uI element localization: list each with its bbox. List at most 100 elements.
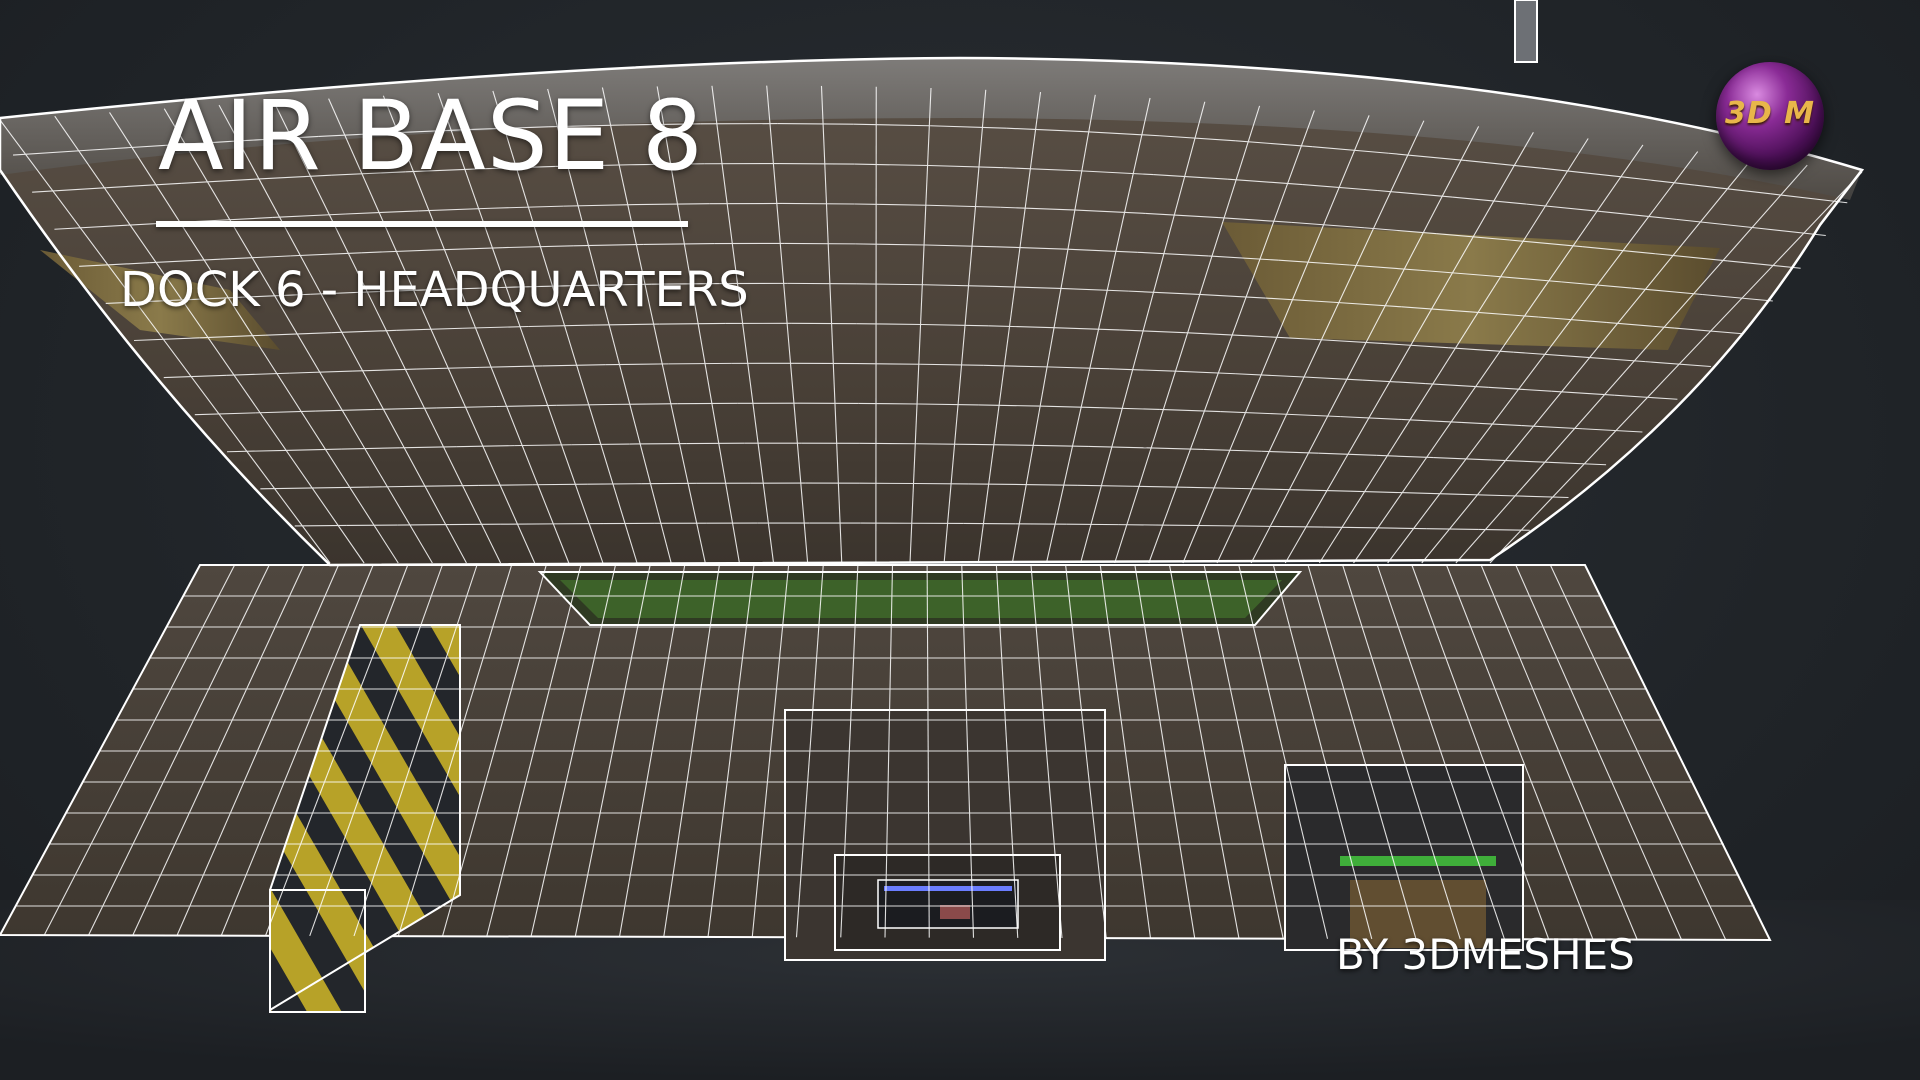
wire-edge: [1421, 157, 1753, 564]
wire-edge: [1003, 167, 1079, 172]
wire-edge: [1362, 379, 1426, 385]
wire-edge: [1235, 373, 1300, 378]
wire-edge: [983, 364, 1047, 368]
wire-edge: [227, 449, 285, 453]
wire-edge: [1221, 525, 1273, 527]
3dm-logo-icon: 3D M: [1716, 62, 1824, 170]
wire-edge: [1521, 425, 1583, 430]
wire-edge: [1272, 525, 1324, 528]
wire-edge: [1295, 489, 1351, 492]
wire-edge: [624, 123, 701, 126]
wire-edge: [571, 443, 630, 446]
title-underline: [156, 221, 688, 227]
wire-edge: [1465, 159, 1542, 169]
wire-edge: [928, 164, 1004, 169]
wire-edge: [1582, 428, 1643, 433]
wire-edge: [105, 299, 174, 304]
wire-edge: [1436, 233, 1510, 241]
wire-edge: [1377, 189, 1453, 198]
wire-edge: [13, 149, 90, 156]
wire-edge: [1461, 421, 1522, 427]
wire-edge: [853, 123, 931, 127]
wire-edge: [528, 324, 594, 328]
wire-edge: [1031, 444, 1089, 448]
subtitle-text: DOCK 6 - HEADQUARTERS: [120, 262, 749, 318]
wire-edge: [974, 443, 1032, 446]
wire-edge: [1382, 342, 1449, 349]
wire-edge: [1488, 386, 1552, 392]
wire-edge: [1388, 152, 1466, 162]
wire-edge: [1278, 259, 1350, 266]
antenna-mast: [1514, 0, 1538, 63]
wire-edge: [1078, 170, 1154, 176]
wire-edge: [854, 163, 929, 167]
wire-edge: [1401, 306, 1470, 313]
wire-edge: [1046, 366, 1110, 370]
door-status-light: [1340, 856, 1496, 866]
wall-wireframe-grid: [0, 564, 1771, 941]
wire-edge: [260, 487, 315, 490]
wire-edge: [1146, 447, 1204, 451]
wire-edge: [1060, 287, 1129, 292]
wire-edge: [242, 293, 311, 298]
wire-edge: [1169, 524, 1222, 527]
wire-edge: [226, 372, 290, 376]
wire-edge: [855, 243, 926, 246]
wire-edge: [256, 174, 332, 180]
wire-edge: [563, 204, 637, 207]
wire-edge: [548, 124, 625, 128]
wire-edge: [988, 325, 1054, 329]
wire-edge: [32, 187, 107, 193]
wire-edge: [555, 164, 631, 168]
wire-edge: [978, 404, 1040, 407]
wire-edge: [405, 168, 481, 173]
wire-edge: [1617, 175, 1695, 186]
wire-edge: [456, 445, 515, 448]
wire-edge: [777, 123, 854, 125]
wire-edge: [1073, 209, 1146, 214]
wire-edge: [79, 262, 150, 267]
wire-edge: [310, 291, 379, 295]
wire-edge: [605, 363, 669, 366]
wire-edge: [996, 246, 1068, 250]
wire-edge: [918, 403, 979, 406]
wire-edge: [1137, 251, 1209, 257]
wire-edge: [1676, 218, 1752, 228]
wire-edge: [1197, 293, 1266, 299]
wire-edge: [1353, 144, 1644, 564]
wire-edge: [630, 163, 705, 166]
wire-edge: [1128, 290, 1198, 295]
wire-edge: [1053, 327, 1120, 331]
wire-edge: [1425, 383, 1489, 388]
wire-edge: [1674, 327, 1743, 335]
wire-edge: [1551, 390, 1615, 396]
wire-edge: [149, 258, 221, 264]
wire-edge: [89, 144, 166, 151]
wire-edge: [284, 448, 342, 451]
wire-edge: [242, 135, 319, 142]
door-block: [1284, 764, 1524, 951]
wire-edge: [583, 283, 652, 286]
wire-edge: [1153, 174, 1228, 180]
wire-edge: [1340, 416, 1402, 420]
wire-edge: [1750, 226, 1826, 237]
wire-edge: [1349, 264, 1421, 271]
wire-edge: [1526, 203, 1602, 213]
wire-edge: [1298, 376, 1363, 381]
wire-edge: [345, 210, 419, 215]
wire-edge: [479, 365, 543, 368]
title-text: AIR BASE 8: [158, 80, 704, 192]
wire-edge: [636, 203, 710, 206]
wire-edge: [1513, 351, 1580, 358]
wire-edge: [930, 125, 1007, 129]
wire-edge: [318, 132, 396, 137]
wire-edge: [1118, 524, 1170, 526]
wire-edge: [1208, 255, 1279, 261]
wire-edge: [220, 255, 291, 260]
wire-edge: [925, 244, 997, 248]
wire-edge: [992, 285, 1061, 289]
wire-edge: [573, 243, 644, 247]
wire-edge: [431, 247, 503, 251]
wire-edge: [378, 288, 447, 293]
wire-edge: [478, 484, 533, 486]
